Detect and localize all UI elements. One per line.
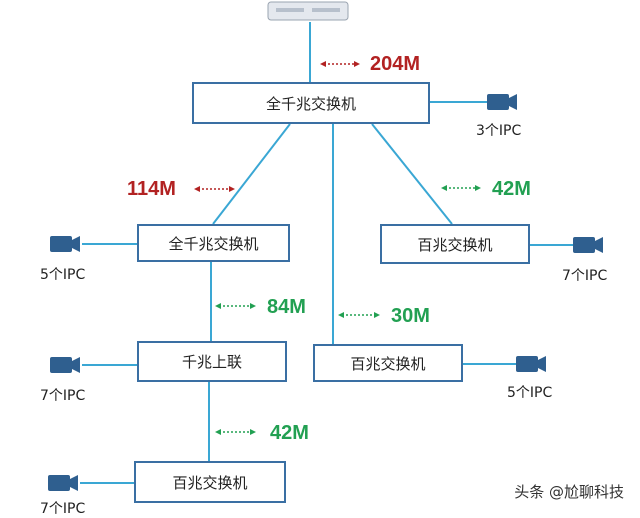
bandwidth-core-right: 42M	[492, 178, 531, 200]
ipc-count-label: 5个IPC	[40, 267, 86, 283]
link-core-right	[371, 123, 453, 225]
core-switch: 全千兆交换机	[192, 82, 430, 124]
camera-icon	[48, 475, 78, 491]
ipc-count-label: 7个IPC	[40, 501, 86, 517]
bandwidth-arrows	[198, 63, 477, 433]
camera-icon	[50, 236, 80, 252]
camera-icon	[516, 356, 546, 372]
camera-icon	[573, 237, 603, 253]
right-fast-switch: 百兆交换机	[380, 224, 530, 264]
server-icon	[267, 1, 349, 21]
bandwidth-uplink-bottom: 42M	[270, 422, 309, 444]
bandwidth-server-core: 204M	[370, 53, 421, 75]
left-gigabit-switch: 全千兆交换机	[137, 224, 290, 262]
mid-fast-switch: 百兆交换机	[313, 344, 463, 382]
bandwidth-core-mid: 30M	[391, 305, 430, 327]
cameras	[48, 94, 603, 491]
arrow-heads	[194, 61, 481, 435]
watermark: 头条 @尬聊科技	[514, 483, 624, 501]
ipc-count-label: 3个IPC	[476, 123, 522, 139]
connection-lines	[80, 22, 573, 484]
camera-icon	[50, 357, 80, 373]
bandwidth-core-left: 114M	[127, 178, 176, 200]
camera-icon	[487, 94, 517, 110]
bottom-fast-switch: 百兆交换机	[134, 461, 286, 503]
uplink-switch: 千兆上联	[137, 341, 287, 382]
ipc-count-label: 7个IPC	[40, 388, 86, 404]
ipc-count-label: 7个IPC	[562, 268, 608, 284]
bandwidth-left-uplink: 84M	[267, 296, 306, 318]
ipc-count-label: 5个IPC	[507, 385, 553, 401]
link-core-left	[212, 123, 291, 225]
